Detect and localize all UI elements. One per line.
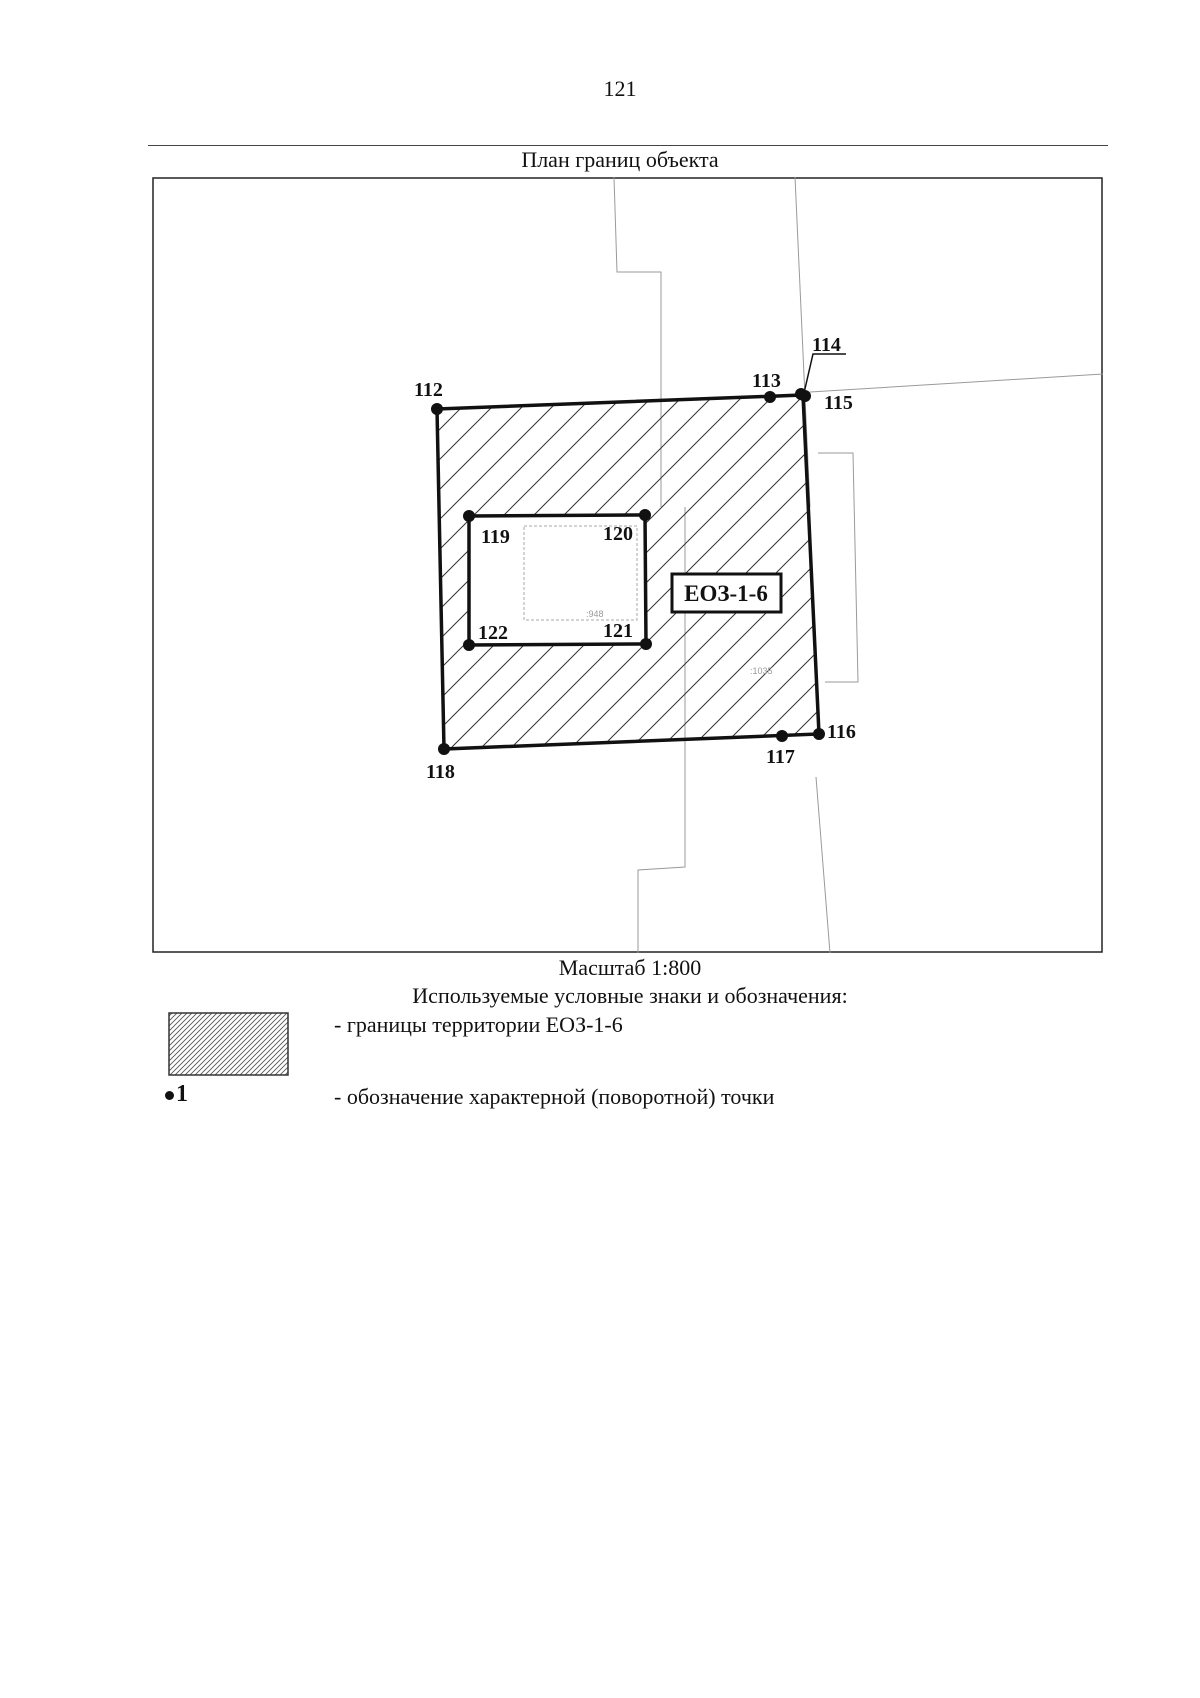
point-122-label: 122 — [478, 622, 508, 644]
top-rule — [148, 145, 1108, 146]
zone-label-box — [670, 572, 783, 614]
point-112-marker — [431, 403, 443, 415]
scale-text: Масштаб 1:800 — [558, 955, 702, 980]
zone-territory-eoz-1-6 — [437, 395, 819, 749]
point-114-leader — [803, 353, 846, 394]
point-122-marker — [463, 639, 475, 651]
point-121-marker — [640, 638, 652, 650]
point-121-label: 121 — [603, 620, 633, 642]
legend-point-dot — [165, 1090, 174, 1100]
point-115-marker — [799, 390, 811, 402]
point-113-label: 113 — [752, 370, 781, 392]
plan-title: План границ объекта — [521, 147, 719, 172]
legend-title: Используемые условные знаки и обозначени… — [412, 983, 848, 1008]
legend-hatched-area-swatch — [168, 1012, 289, 1076]
parcel-label: :1035 — [750, 666, 773, 676]
parcel-label: :948 — [586, 609, 604, 619]
point-118-label: 118 — [426, 761, 455, 783]
plan-map: :948 :1035 ЕОЗ-1-6 112 113 114 115 116 1… — [152, 177, 1103, 953]
point-119-marker — [463, 510, 475, 522]
point-113-marker — [764, 391, 776, 403]
point-117-label: 117 — [766, 746, 795, 768]
point-117-marker — [776, 730, 788, 742]
point-112-label: 112 — [414, 379, 443, 401]
legend-area-text: - границы территории ЕОЗ-1-6 — [334, 1012, 623, 1037]
legend-point-number: 1 — [176, 1081, 188, 1107]
boundary-points — [431, 388, 825, 755]
point-116-label: 116 — [827, 721, 856, 743]
point-115-label: 115 — [824, 392, 853, 414]
page-number: 121 — [603, 76, 637, 101]
point-119-label: 119 — [481, 526, 510, 548]
legend-point-sample: 1 — [165, 1081, 188, 1108]
point-120-marker — [639, 509, 651, 521]
point-118-marker — [438, 743, 450, 755]
inner-parcel — [523, 525, 638, 621]
zone-label: ЕОЗ-1-6 — [684, 581, 768, 606]
legend-point-text: - обозначение характерной (поворотной) т… — [334, 1084, 775, 1109]
map-frame — [152, 177, 1103, 953]
point-114-label: 114 — [812, 334, 841, 356]
point-116-marker — [813, 728, 825, 740]
point-120-label: 120 — [603, 523, 633, 545]
